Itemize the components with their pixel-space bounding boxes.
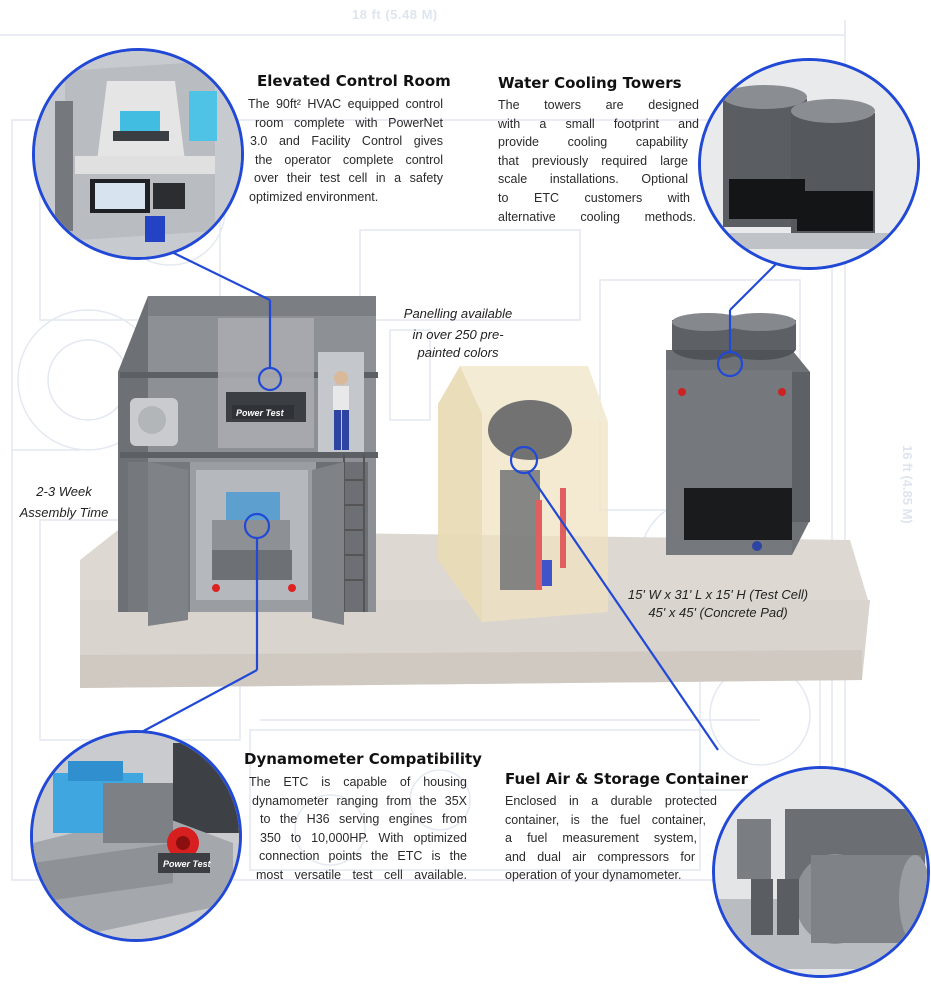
cooling-towers-line: provide cooling capability <box>498 135 688 150</box>
control-room-line: room complete with PowerNet <box>255 115 443 130</box>
cooling-tower-structure <box>666 313 810 555</box>
control-room-line: the operator complete control <box>255 152 443 167</box>
dynamometer-image: Power Test <box>33 733 239 939</box>
cooling-towers-line: scale installations. Optional <box>498 172 688 187</box>
panelling-callout: Panelling available in over 250 pre- pai… <box>388 305 528 362</box>
dynamometer-title: Dynamometer Compatibility <box>244 750 482 768</box>
fuel-container-line: operation of your dynamometer. <box>505 868 682 883</box>
fuel-container-line: a fuel measurement system, <box>505 831 697 846</box>
control-room-line: over their test cell in a safety <box>254 171 443 186</box>
power-test-logo: Power Test <box>236 408 285 418</box>
cooling-towers-line: that previously required large <box>498 153 688 168</box>
dynamometer-line: The ETC is capable of housing <box>249 775 467 789</box>
dynamometer-line: dynamometer ranging from the 35X <box>252 793 467 808</box>
dynamometer-line: most versatile test cell available. <box>256 868 467 882</box>
dynamometer-line: to the H36 serving engines from <box>260 812 467 827</box>
dynamometer-inset: Power Test <box>30 730 242 942</box>
dynamometer-line: connection points the ETC is the <box>259 849 467 864</box>
control-room-inset <box>32 48 244 260</box>
cooling-towers-inset <box>698 58 920 270</box>
panelling-line: Panelling available <box>403 306 513 321</box>
fuel-container-line: and dual air compressors for <box>505 849 695 864</box>
fuel-container-image <box>715 769 927 975</box>
size-line: 15' W x 31' L x 15' H (Test Cell) <box>627 587 809 602</box>
cooling-towers-line: with a small footprint and <box>498 116 699 131</box>
size-line: 45' x 45' (Concrete Pad) <box>648 605 788 620</box>
assembly-line: Assembly Time <box>19 505 109 520</box>
control-room-line: optimized environment. <box>249 190 379 204</box>
fuel-container-title: Fuel Air & Storage Container <box>505 770 748 788</box>
assembly-callout: 2-3 Week Assembly Time <box>10 483 118 522</box>
fuel-container-inset <box>712 766 930 978</box>
assembly-line: 2-3 Week <box>36 484 92 499</box>
cooling-towers-line: The towers are designed <box>498 98 699 112</box>
test-cell-structure: Power Test <box>118 296 378 626</box>
power-test-logo-inset: Power Test <box>163 859 212 869</box>
control-room-image <box>35 51 241 257</box>
cooling-towers-image <box>701 61 917 267</box>
panelling-line: painted colors <box>417 345 499 360</box>
cooling-towers-line: to ETC customers with <box>498 191 690 205</box>
control-room-line: 3.0 and Facility Control gives <box>250 134 443 149</box>
size-callout: 15' W x 31' L x 15' H (Test Cell) 45' x … <box>612 586 824 622</box>
cooling-towers-line: alternative cooling methods. <box>498 209 696 224</box>
fuel-container-line: Enclosed in a durable protected <box>505 794 717 808</box>
width-dimension-label: 18 ft (5.48 M) <box>352 7 438 22</box>
control-room-line: The 90ft² HVAC equipped control <box>248 97 443 111</box>
panelling-line: in over 250 pre- <box>412 327 504 342</box>
fuel-container-line: container, is the fuel container, <box>505 812 706 827</box>
fuel-storage-container <box>438 366 608 622</box>
dynamometer-line: 350 to 10,000HP. With optimized <box>260 830 467 845</box>
cooling-towers-title: Water Cooling Towers <box>498 74 682 92</box>
control-room-title: Elevated Control Room <box>257 72 451 90</box>
